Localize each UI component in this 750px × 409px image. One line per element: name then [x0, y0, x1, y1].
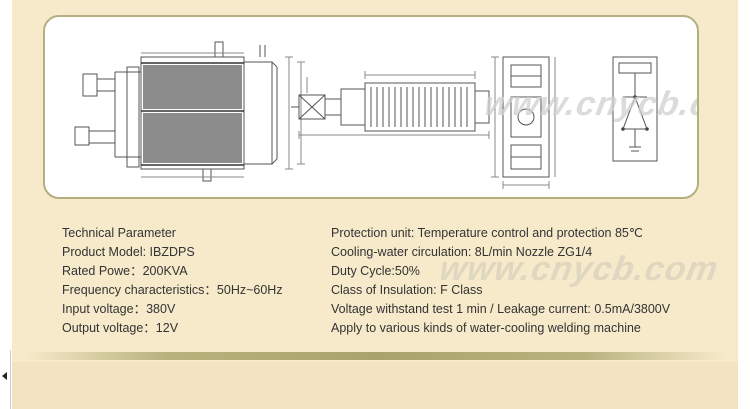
arrow-left-icon — [2, 372, 7, 380]
parameter-heading: Technical Parameter — [62, 226, 176, 240]
wiring-diagram — [612, 56, 658, 162]
parameters-right-column: Protection unit: Temperature control and… — [331, 224, 670, 338]
winding-block-lower — [143, 113, 242, 163]
parameter-duty-cycle: Duty Cycle:50% — [331, 264, 420, 278]
scroll-left-button[interactable] — [0, 350, 11, 409]
watermark-lower: www.cnycb.com — [436, 250, 722, 288]
parameters-left-column: Technical Parameter Product Model: IBZDP… — [62, 224, 283, 338]
parameter-input-voltage: Input voltage：380V — [62, 302, 176, 316]
parameter-rated-power: Rated Powe：200KVA — [62, 264, 188, 278]
technical-drawing-frame: www.cnycb.com — [43, 15, 699, 199]
transformer-core-side — [364, 82, 476, 132]
winding-block-upper — [143, 65, 242, 109]
watermark-upper: www.cnycb.com — [481, 85, 699, 123]
parameter-insulation-class: Class of Insulation: F Class — [331, 283, 483, 297]
panel-footer-band — [12, 362, 738, 409]
transformer-top-view — [502, 56, 550, 178]
parameter-cooling-water: Cooling-water circulation: 8L/min Nozzle… — [331, 245, 593, 259]
parameter-frequency: Frequency characteristics：50Hz~60Hz — [62, 283, 283, 297]
parameter-application: Apply to various kinds of water-cooling … — [331, 321, 641, 335]
input-terminal-upper — [82, 73, 98, 97]
section-divider — [24, 352, 726, 360]
parameter-protection-unit: Protection unit: Temperature control and… — [331, 226, 643, 240]
parameter-product-model: Product Model: IBZDPS — [62, 245, 195, 259]
parameter-withstand-test: Voltage withstand test 1 min / Leakage c… — [331, 302, 671, 316]
transformer-drawing — [74, 41, 658, 189]
parameter-output-voltage: Output voltage：12V — [62, 321, 179, 335]
input-terminal-lower — [74, 126, 90, 146]
